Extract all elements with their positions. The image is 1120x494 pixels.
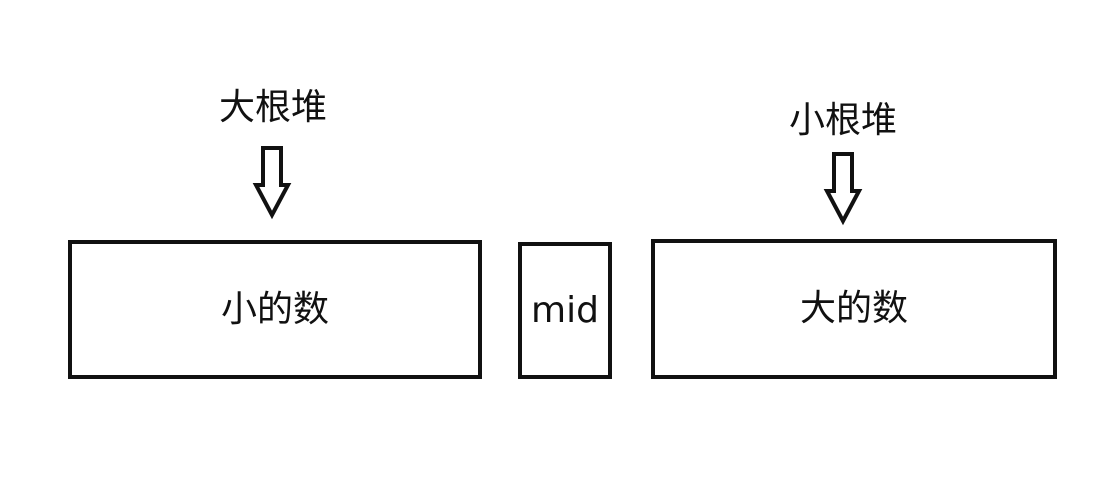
down-arrow-icon: [823, 152, 863, 226]
large-numbers-box: 大的数: [651, 239, 1057, 379]
min-heap-label: 小根堆: [788, 100, 897, 141]
max-heap-label: 大根堆: [218, 87, 327, 128]
small-numbers-label: 小的数: [220, 288, 329, 330]
small-numbers-box: 小的数: [68, 240, 482, 379]
mid-box: mid: [518, 242, 612, 379]
down-arrow-icon: [252, 146, 292, 220]
large-numbers-label: 大的数: [799, 288, 908, 329]
mid-label: mid: [531, 289, 599, 331]
